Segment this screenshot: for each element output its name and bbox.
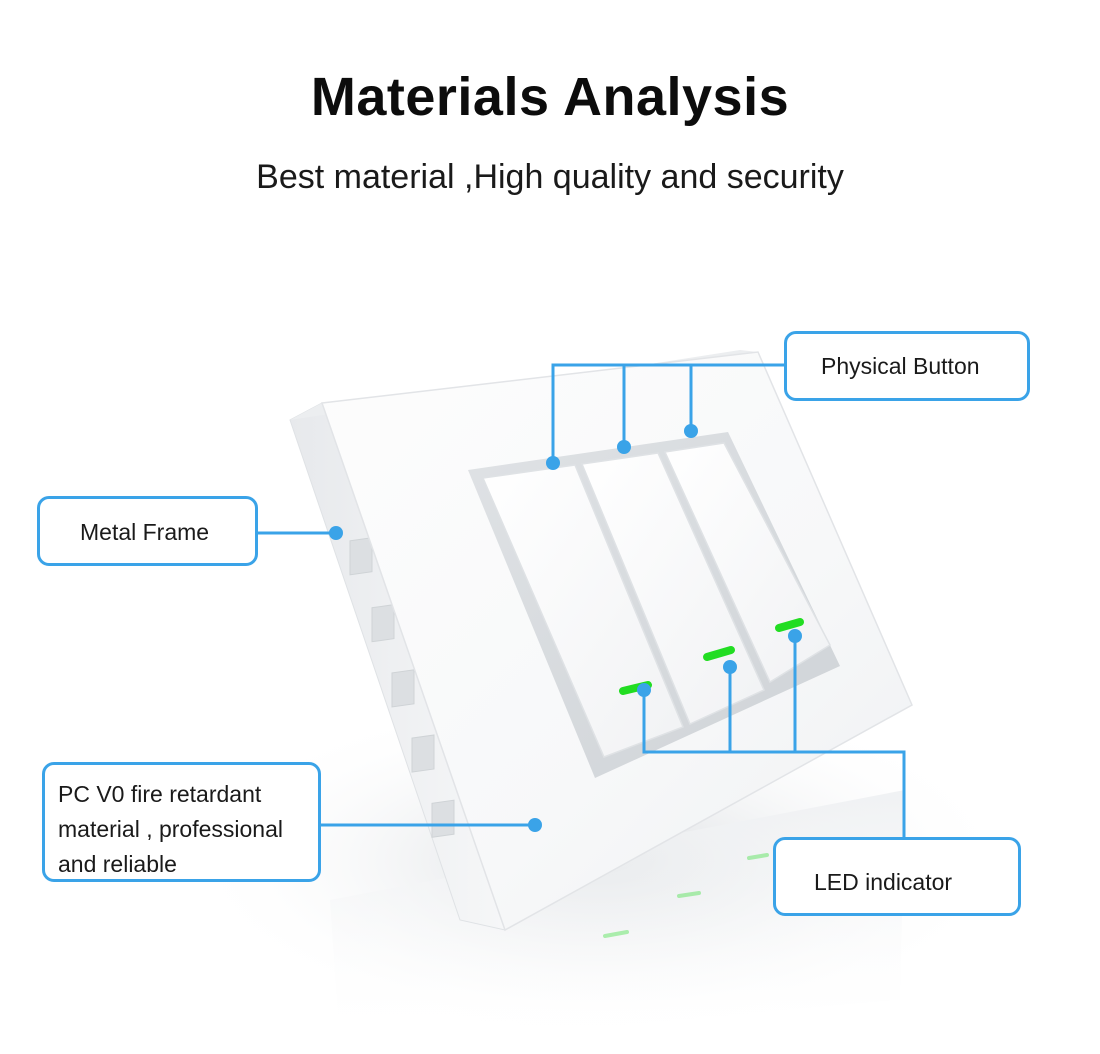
page-title: Materials Analysis (310, 67, 790, 127)
leader-dot-icon (528, 818, 542, 832)
panel-reflection (330, 790, 905, 1050)
leader-dot-icon (329, 526, 343, 540)
leader-dot-icon (617, 440, 631, 454)
led-indicator-icon (775, 618, 804, 632)
callout-metal-frame: Metal Frame (37, 496, 258, 566)
page-subtitle: Best material ,High quality and security (256, 158, 844, 196)
callout-label: PC V0 fire retardant material , professi… (58, 781, 283, 877)
mounting-tabs (349, 537, 455, 838)
leader-dot-icon (723, 660, 737, 674)
leader-dot-icon (684, 424, 698, 438)
leader-dot-icon (788, 629, 802, 643)
leader-physical-button (551, 363, 784, 463)
leader-dot-icon (637, 683, 651, 697)
leader-dot-icon (546, 456, 560, 470)
callout-physical-button: Physical Button (784, 331, 1030, 401)
led-reflections (603, 853, 769, 938)
rocker-button-1 (481, 464, 684, 758)
callout-label: LED indicator (814, 869, 953, 895)
callout-label: Metal Frame (80, 519, 210, 545)
callout-label: Physical Button (821, 353, 980, 379)
led-indicator-icon (703, 646, 735, 661)
leader-lines (258, 363, 906, 837)
leader-dots (329, 424, 802, 832)
callout-led-indicator: LED indicator (773, 837, 1021, 916)
leader-led-indicator (642, 690, 906, 837)
callout-pc-material: PC V0 fire retardant material , professi… (42, 762, 321, 882)
